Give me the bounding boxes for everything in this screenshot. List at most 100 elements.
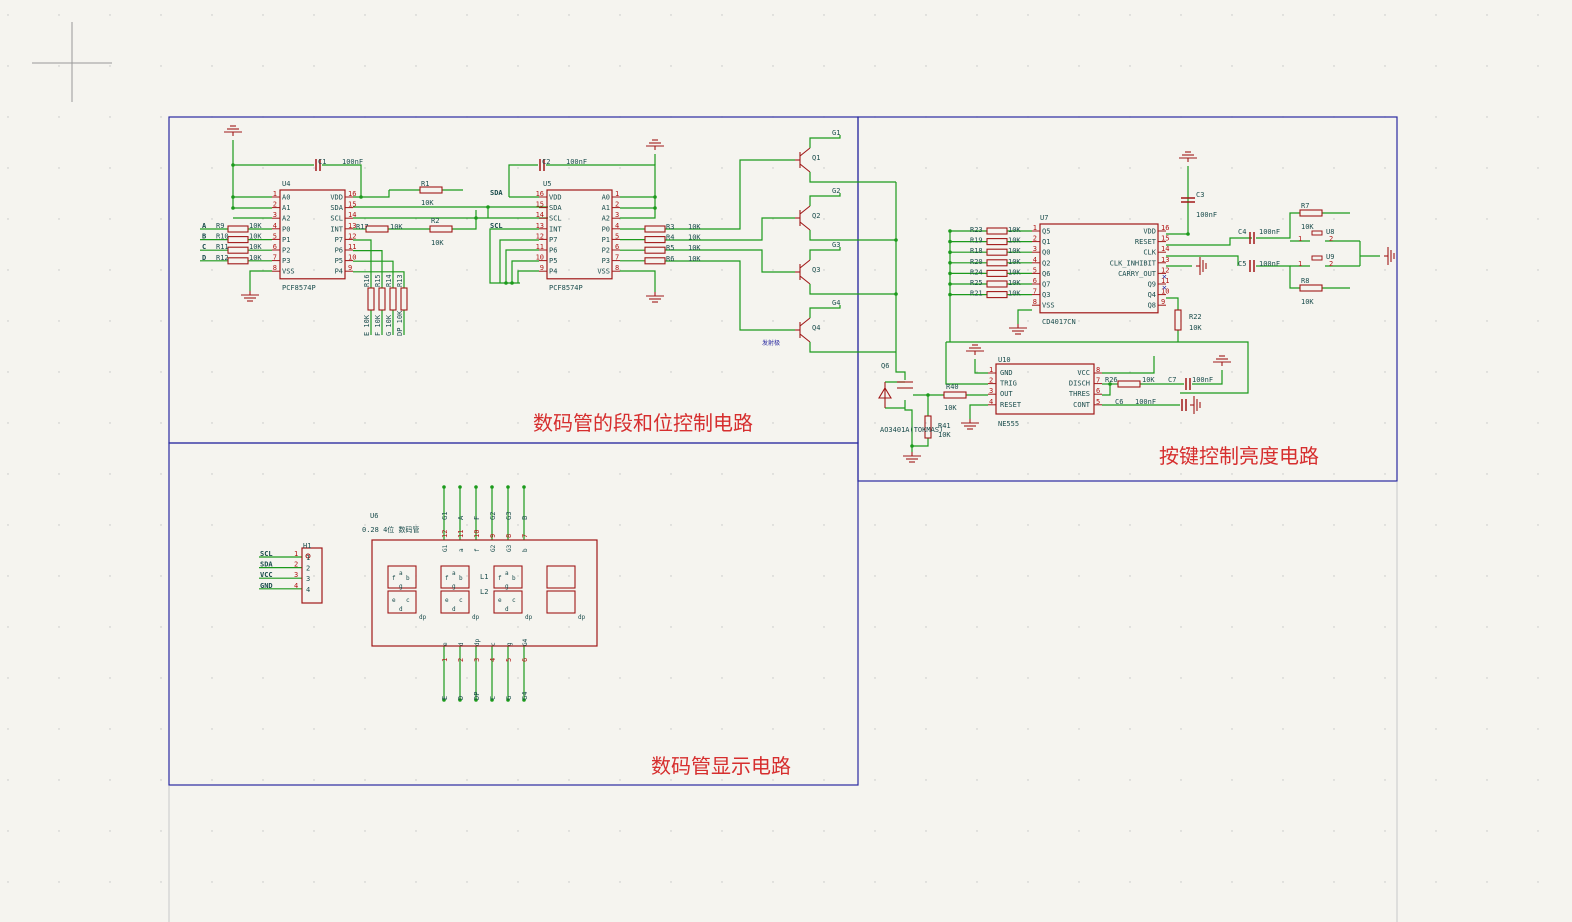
grid-dot (415, 371, 417, 373)
grid-dot (925, 65, 927, 67)
grid-dot (1129, 830, 1131, 832)
h1-connector (301, 547, 323, 604)
schematic-label: dp (419, 614, 427, 621)
grid-dot (1384, 371, 1386, 373)
digit-upper (546, 565, 576, 589)
grid-dot (1180, 269, 1182, 271)
schematic-label: 10K (938, 431, 951, 439)
grid-dot (109, 371, 111, 373)
grid-dot (925, 779, 927, 781)
digit-upper (493, 565, 523, 589)
schematic-label: 13 (348, 222, 356, 230)
u10-body (995, 363, 1095, 415)
schematic-label: E 10K (363, 314, 371, 336)
grid-dot (568, 881, 570, 883)
grid-dot (1384, 320, 1386, 322)
grid-dot (517, 779, 519, 781)
grid-dot (1435, 779, 1437, 781)
grid-dot (58, 167, 60, 169)
grid-dot (262, 218, 264, 220)
schematic-label: SDA (330, 204, 343, 212)
schematic-label: VSS (282, 268, 295, 276)
grid-dot (1333, 218, 1335, 220)
schematic-label: b (406, 575, 410, 582)
grid-dot (160, 524, 162, 526)
pnp-transistor (795, 147, 811, 173)
grid-dot (262, 269, 264, 271)
grid-dot (925, 320, 927, 322)
schematic-label: 15 (536, 201, 544, 209)
grid-dot (517, 320, 519, 322)
grid-dot (619, 320, 621, 322)
schematic-label: 12 (1161, 266, 1169, 274)
junction (474, 485, 478, 489)
schematic-label: R19 (970, 237, 983, 245)
schematic-label: 11 (1161, 277, 1169, 285)
schematic-label: 8 (615, 264, 619, 272)
schematic-label: 10K (1008, 290, 1021, 298)
grid-dot (313, 524, 315, 526)
grid-dot (568, 422, 570, 424)
schematic-label: b (459, 575, 463, 582)
grid-dot (1486, 524, 1488, 526)
grid-dot (619, 14, 621, 16)
grid-dot (721, 320, 723, 322)
wire (489, 228, 539, 284)
schematic-label: RESET (1135, 238, 1157, 246)
grid-dot (1231, 830, 1233, 832)
schematic-label: 11 (348, 243, 356, 251)
schematic-label: INT (330, 225, 343, 233)
grid-dot (1027, 422, 1029, 424)
display-section-title: 数码管显示电路 (651, 754, 791, 778)
grid-dot (415, 320, 417, 322)
grid-dot (160, 626, 162, 628)
grid-dot (160, 881, 162, 883)
grid-dot (1129, 371, 1131, 373)
grid-dot (823, 779, 825, 781)
grid-dot (823, 881, 825, 883)
grid-dot (925, 371, 927, 373)
grid-dot (313, 881, 315, 883)
schematic-label: R5 (666, 244, 674, 252)
grid-dot (619, 65, 621, 67)
net-label-sda: SDA (490, 189, 503, 197)
grid-dot (364, 728, 366, 730)
grid-dot (160, 779, 162, 781)
schematic-label: R11 (216, 243, 229, 251)
grid-dot (1282, 779, 1284, 781)
grid-dot (925, 167, 927, 169)
grid-dot (874, 167, 876, 169)
grid-dot (1435, 167, 1437, 169)
schematic-label: A2 (282, 215, 290, 223)
digit-lower (546, 590, 576, 614)
schematic-label: 9 (489, 534, 497, 538)
grid-dot (1333, 575, 1335, 577)
schematic-label: 6 (1033, 277, 1037, 285)
junction (474, 698, 478, 702)
schematic-label: P1 (602, 236, 610, 244)
grid-dot (517, 881, 519, 883)
grid-dot (415, 14, 417, 16)
grid-dot (1027, 269, 1029, 271)
junction (359, 195, 363, 199)
pnp-transistor (795, 259, 811, 285)
schematic-label: R18 (970, 247, 983, 255)
grid-dot (772, 320, 774, 322)
grid-dot (364, 422, 366, 424)
wire (505, 249, 539, 283)
u4-body (279, 189, 346, 280)
grid-dot (466, 14, 468, 16)
grid-dot (1537, 626, 1539, 628)
grid-dot (364, 65, 366, 67)
grid-dot (1333, 14, 1335, 16)
origin-crosshair (32, 22, 112, 102)
grid-dot (7, 881, 9, 883)
grid-dot (1282, 626, 1284, 628)
grid-dot (925, 422, 927, 424)
schematic-label: 2 (273, 201, 277, 209)
schematic-label: 14 (536, 211, 544, 219)
grid-dot (772, 524, 774, 526)
grid-dot (58, 626, 60, 628)
schematic-label: DISCH (1069, 380, 1090, 388)
